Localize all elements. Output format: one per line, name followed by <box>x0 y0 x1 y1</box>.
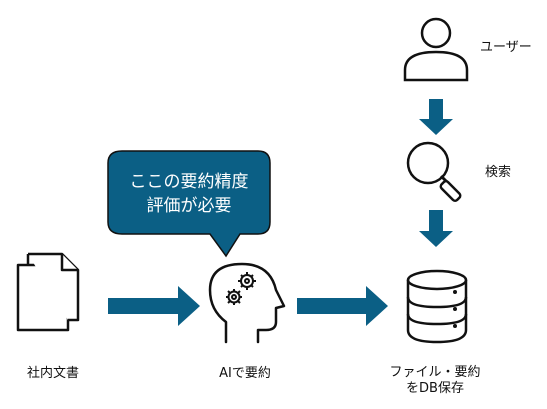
database-icon <box>406 269 468 344</box>
bubble-line-1: ここの要約精度 <box>129 172 249 192</box>
user-label: ユーザー <box>480 40 532 55</box>
magnifier-icon <box>406 141 462 202</box>
db-label-line-1: ファイル・要約 <box>389 365 481 380</box>
gear-icon <box>226 289 242 305</box>
search-label: 検索 <box>485 165 512 180</box>
docs-label: 社内文書 <box>26 366 79 381</box>
gear-icon <box>238 272 256 290</box>
arrow-search-to-db <box>419 210 453 247</box>
bubble-text: ここの要約精度 評価が必要 <box>108 170 270 218</box>
ai-head-gears-icon <box>208 262 286 344</box>
speech-bubble <box>107 150 271 258</box>
arrow-user-to-search <box>419 99 453 135</box>
user-icon <box>403 17 469 82</box>
arrow-ai-to-db <box>297 286 388 326</box>
bubble-line-2: 評価が必要 <box>146 196 232 216</box>
ai-label: AIで要約 <box>219 366 271 381</box>
arrow-docs-to-ai <box>108 286 200 326</box>
db-label: ファイル・要約 をDB保存 <box>380 365 490 397</box>
db-label-line-2: をDB保存 <box>406 381 464 396</box>
documents-icon <box>16 252 80 332</box>
